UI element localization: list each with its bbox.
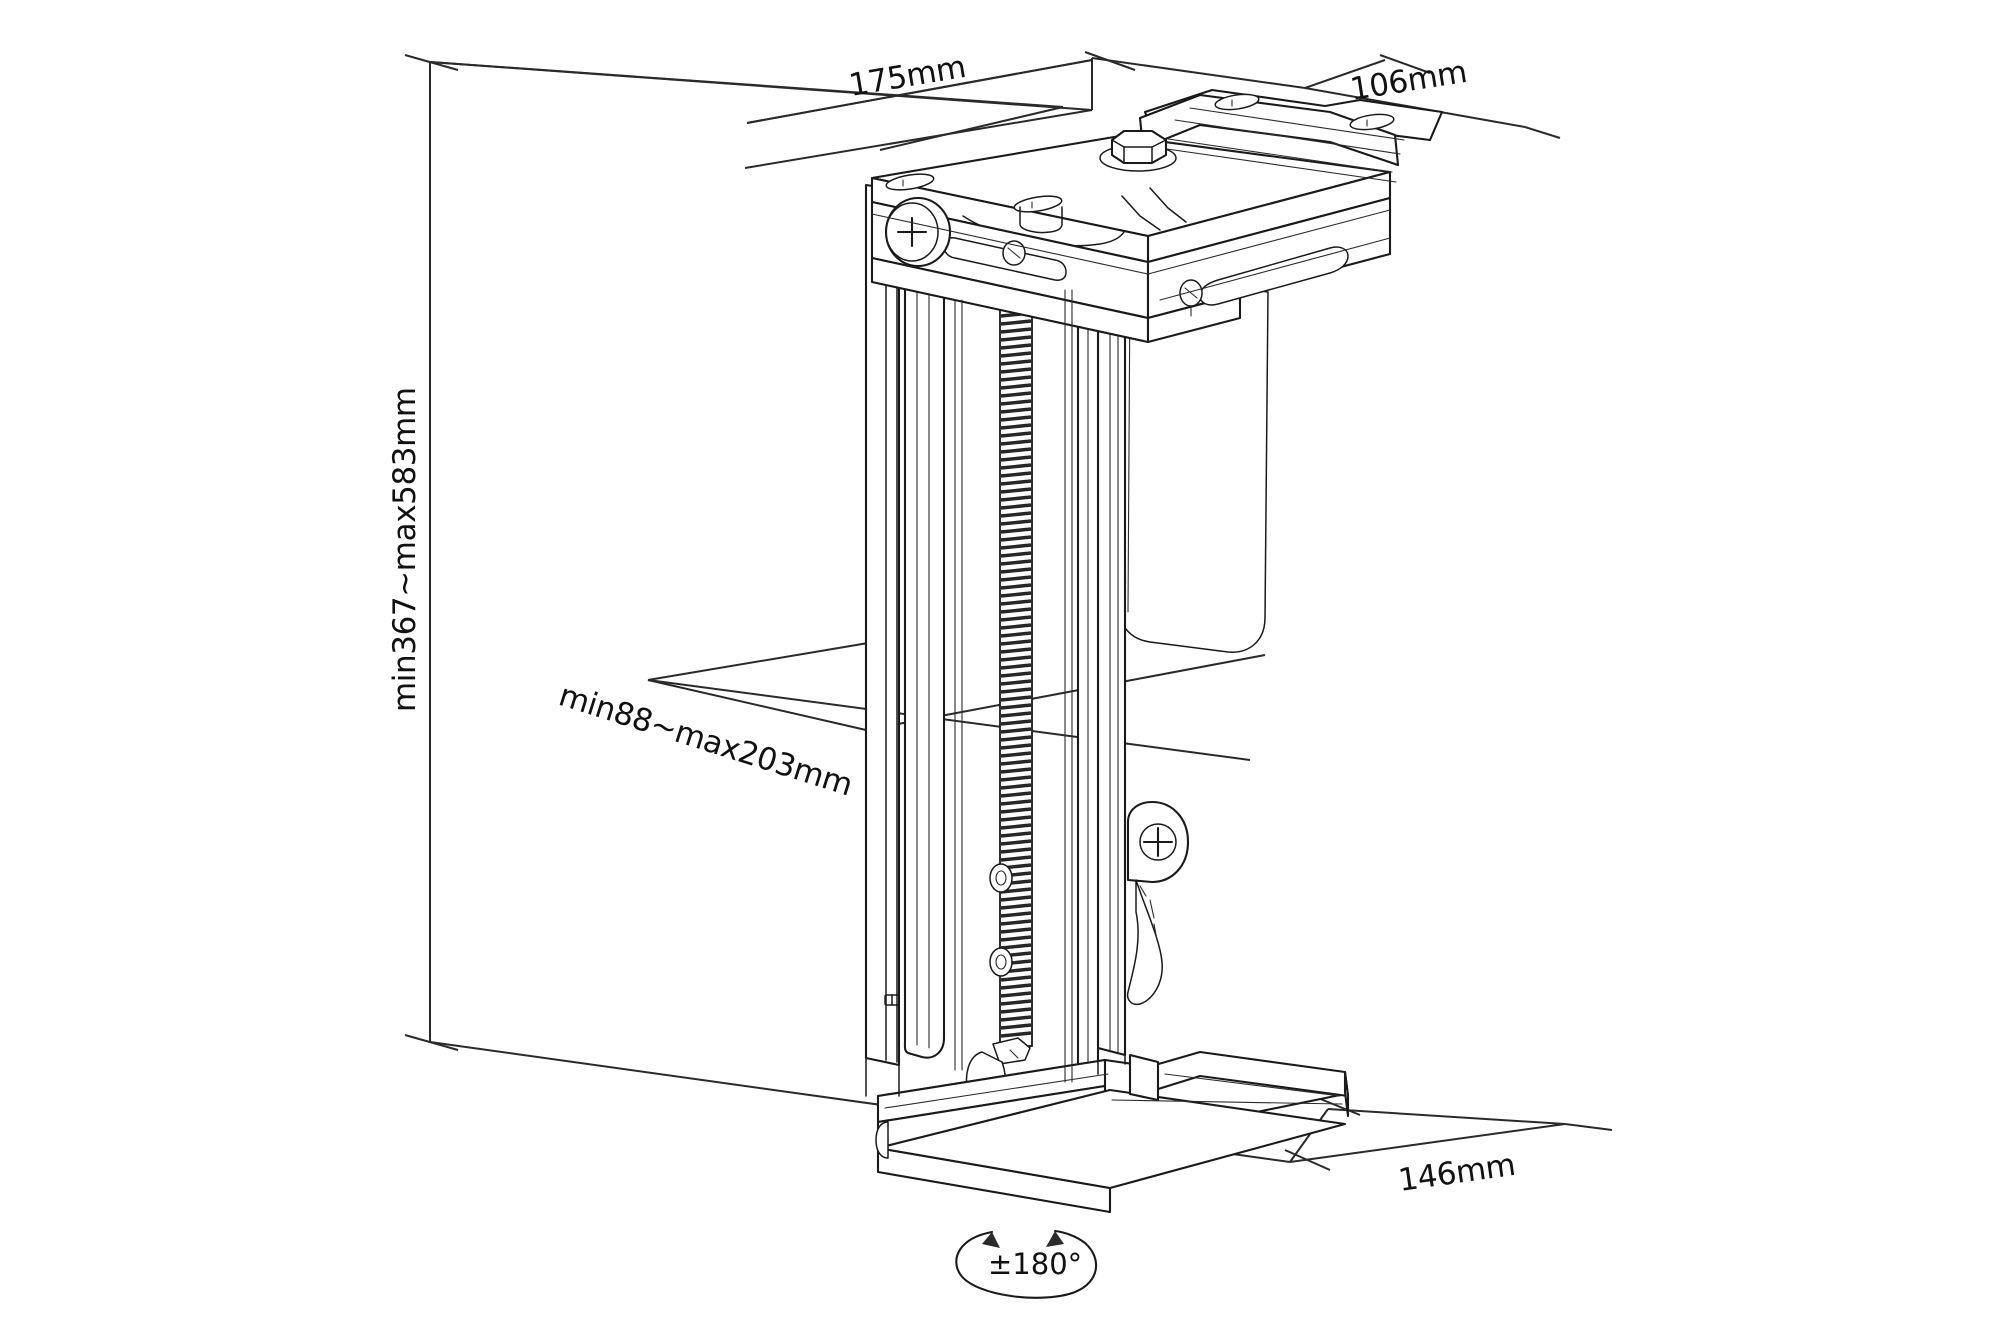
slide-rail	[870, 196, 1392, 344]
dim-88-mid-leader	[647, 679, 867, 731]
rail-bolt-slot	[1007, 247, 1021, 259]
top-left-leader-b	[879, 106, 1064, 151]
dim-88-label: min88~max203mm	[555, 677, 857, 803]
rail-inner-line-2	[1147, 209, 1391, 275]
pivot-disc-inner	[885, 202, 939, 262]
rail-inner-line-3	[1159, 237, 1391, 301]
top-mounting-plate	[870, 88, 1444, 264]
plate-slot-mid	[1013, 195, 1063, 213]
strap-eyelet-lower-hole	[995, 954, 1007, 970]
rotation-arrow-right	[1046, 1231, 1064, 1247]
saddle-rib-4	[1189, 107, 1405, 141]
dim-106-ext-right	[1524, 126, 1561, 139]
hex-bolt	[1099, 129, 1177, 172]
saddle-rib-1	[1147, 135, 1393, 173]
gusset-rib-a	[1121, 195, 1161, 231]
rotation-arrow-left	[982, 1232, 1000, 1248]
dim-88-lower-leader	[647, 679, 1251, 761]
release-lever-rib3	[1139, 885, 1147, 897]
dim-146-tick-left	[1284, 1149, 1331, 1171]
saddle-rib-3	[1174, 119, 1401, 155]
base-inner-line-1	[884, 1073, 1109, 1109]
base-bottom-plane	[876, 1088, 1347, 1190]
base-inner-line-3	[1164, 1073, 1341, 1097]
gusset-rib-b	[1149, 187, 1187, 223]
pivot-knob	[884, 196, 952, 268]
tension-knob-assembly	[1126, 800, 1190, 1006]
lock-screw	[1139, 823, 1177, 861]
dim-146-polyline	[1289, 1108, 1566, 1163]
strap-coils	[1000, 287, 1032, 1038]
wing-slot-left	[1214, 93, 1260, 111]
right-rail-back	[1096, 256, 1127, 1057]
dim-106-polyline-top	[1091, 57, 1386, 90]
dim-106-tick-right	[1379, 54, 1431, 74]
hex-bolt-top-edges	[1111, 139, 1167, 148]
base-right-lip-edge	[1343, 1070, 1350, 1118]
strap-hook-detail	[1009, 1049, 1019, 1059]
base-riser	[1128, 1053, 1160, 1102]
left-rail-back	[864, 183, 901, 1067]
elastic-strap	[965, 285, 1033, 1112]
rotation-badge: ±180°	[955, 1229, 1098, 1299]
dim-106-tick-left	[1084, 51, 1136, 71]
left-upright-rail	[864, 183, 946, 1067]
rail-inner-line-1	[871, 213, 1149, 275]
base-foot-left	[875, 1121, 889, 1159]
dim-146-tick-a	[1317, 1097, 1361, 1116]
cpu-holder-assembly	[864, 88, 1444, 1214]
base-inner-line-2	[1111, 1099, 1343, 1105]
strap-eyelet-lower	[989, 947, 1013, 977]
release-lever	[1126, 879, 1163, 1006]
base-leader-close	[1289, 1108, 1329, 1163]
dim-146-ext	[1564, 1123, 1613, 1131]
rotation-badge-label: ±180°	[988, 1247, 1082, 1281]
plate-slot-left	[885, 173, 935, 191]
wing-slot-right	[1349, 113, 1395, 131]
release-lever-rib1	[1149, 899, 1155, 919]
base-tray	[875, 1050, 1350, 1214]
dim-146-label: 146mm	[1396, 1147, 1517, 1199]
vertical-reference-rods	[954, 289, 1073, 1083]
dim-175-line	[746, 59, 1093, 124]
rail-underscrew	[1179, 279, 1203, 317]
left-rail-slider	[903, 222, 946, 1059]
underscrew-slot	[1184, 287, 1198, 299]
right-upright-rail	[1076, 246, 1127, 1085]
rotation-arc-icon	[955, 1229, 1098, 1299]
plate-slot-collar	[1019, 206, 1063, 234]
rail-to-base-struts	[865, 1047, 1126, 1097]
saddle-rib-2	[1159, 147, 1397, 183]
strap-eyelet-upper	[989, 863, 1013, 893]
release-lever-rib2	[1153, 923, 1158, 941]
strap-eyelet-upper-hole	[995, 870, 1007, 886]
dim-88-upper-leader	[647, 639, 887, 681]
dim-height-label: min367~max583mm	[387, 387, 423, 712]
